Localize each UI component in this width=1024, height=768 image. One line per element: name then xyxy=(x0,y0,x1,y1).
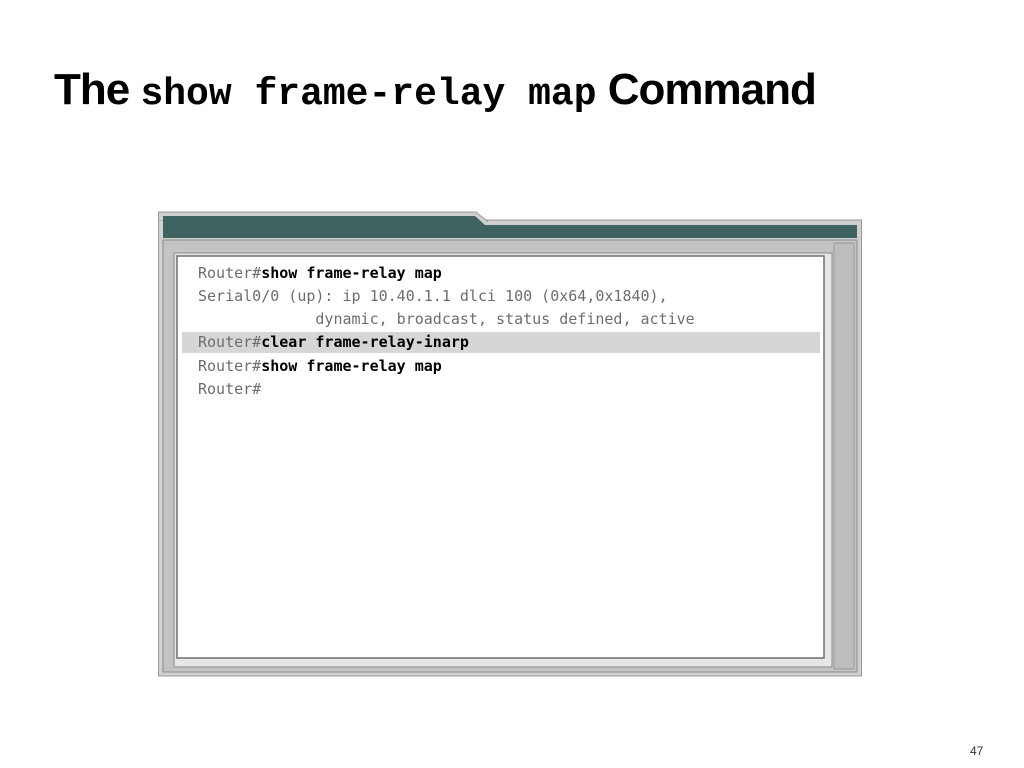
output-text: dynamic, broadcast, status defined, acti… xyxy=(198,310,695,328)
highlighted-line xyxy=(182,332,820,353)
slide-title: The show frame-relay map Command xyxy=(54,60,817,125)
command: show frame-relay map xyxy=(261,357,442,375)
prompt: Router# xyxy=(198,264,262,282)
terminal-line: Router#show frame-relay map xyxy=(198,356,442,377)
title-suffix: Command xyxy=(596,65,817,114)
terminal-line: Router#clear frame-relay-inarp xyxy=(198,332,469,353)
prompt: Router# xyxy=(198,357,262,375)
terminal-line: dynamic, broadcast, status defined, acti… xyxy=(198,309,695,330)
terminal-line: Router#show frame-relay map xyxy=(198,263,442,284)
title-command: show frame-relay map xyxy=(140,73,597,116)
page-number: 47 xyxy=(970,744,984,758)
prompt: Router# xyxy=(198,380,262,398)
output-text: Serial0/0 (up): ip 10.40.1.1 dlci 100 (0… xyxy=(198,287,668,305)
command: show frame-relay map xyxy=(261,264,442,282)
terminal-window: Router#show frame-relay map Serial0/0 (u… xyxy=(158,210,862,677)
terminal-line: Serial0/0 (up): ip 10.40.1.1 dlci 100 (0… xyxy=(198,286,668,307)
command: clear frame-relay-inarp xyxy=(261,333,469,351)
terminal-screen[interactable]: Router#show frame-relay map Serial0/0 (u… xyxy=(178,257,822,657)
prompt: Router# xyxy=(198,333,262,351)
title-prefix: The xyxy=(54,65,141,114)
terminal-line: Router# xyxy=(198,379,261,400)
